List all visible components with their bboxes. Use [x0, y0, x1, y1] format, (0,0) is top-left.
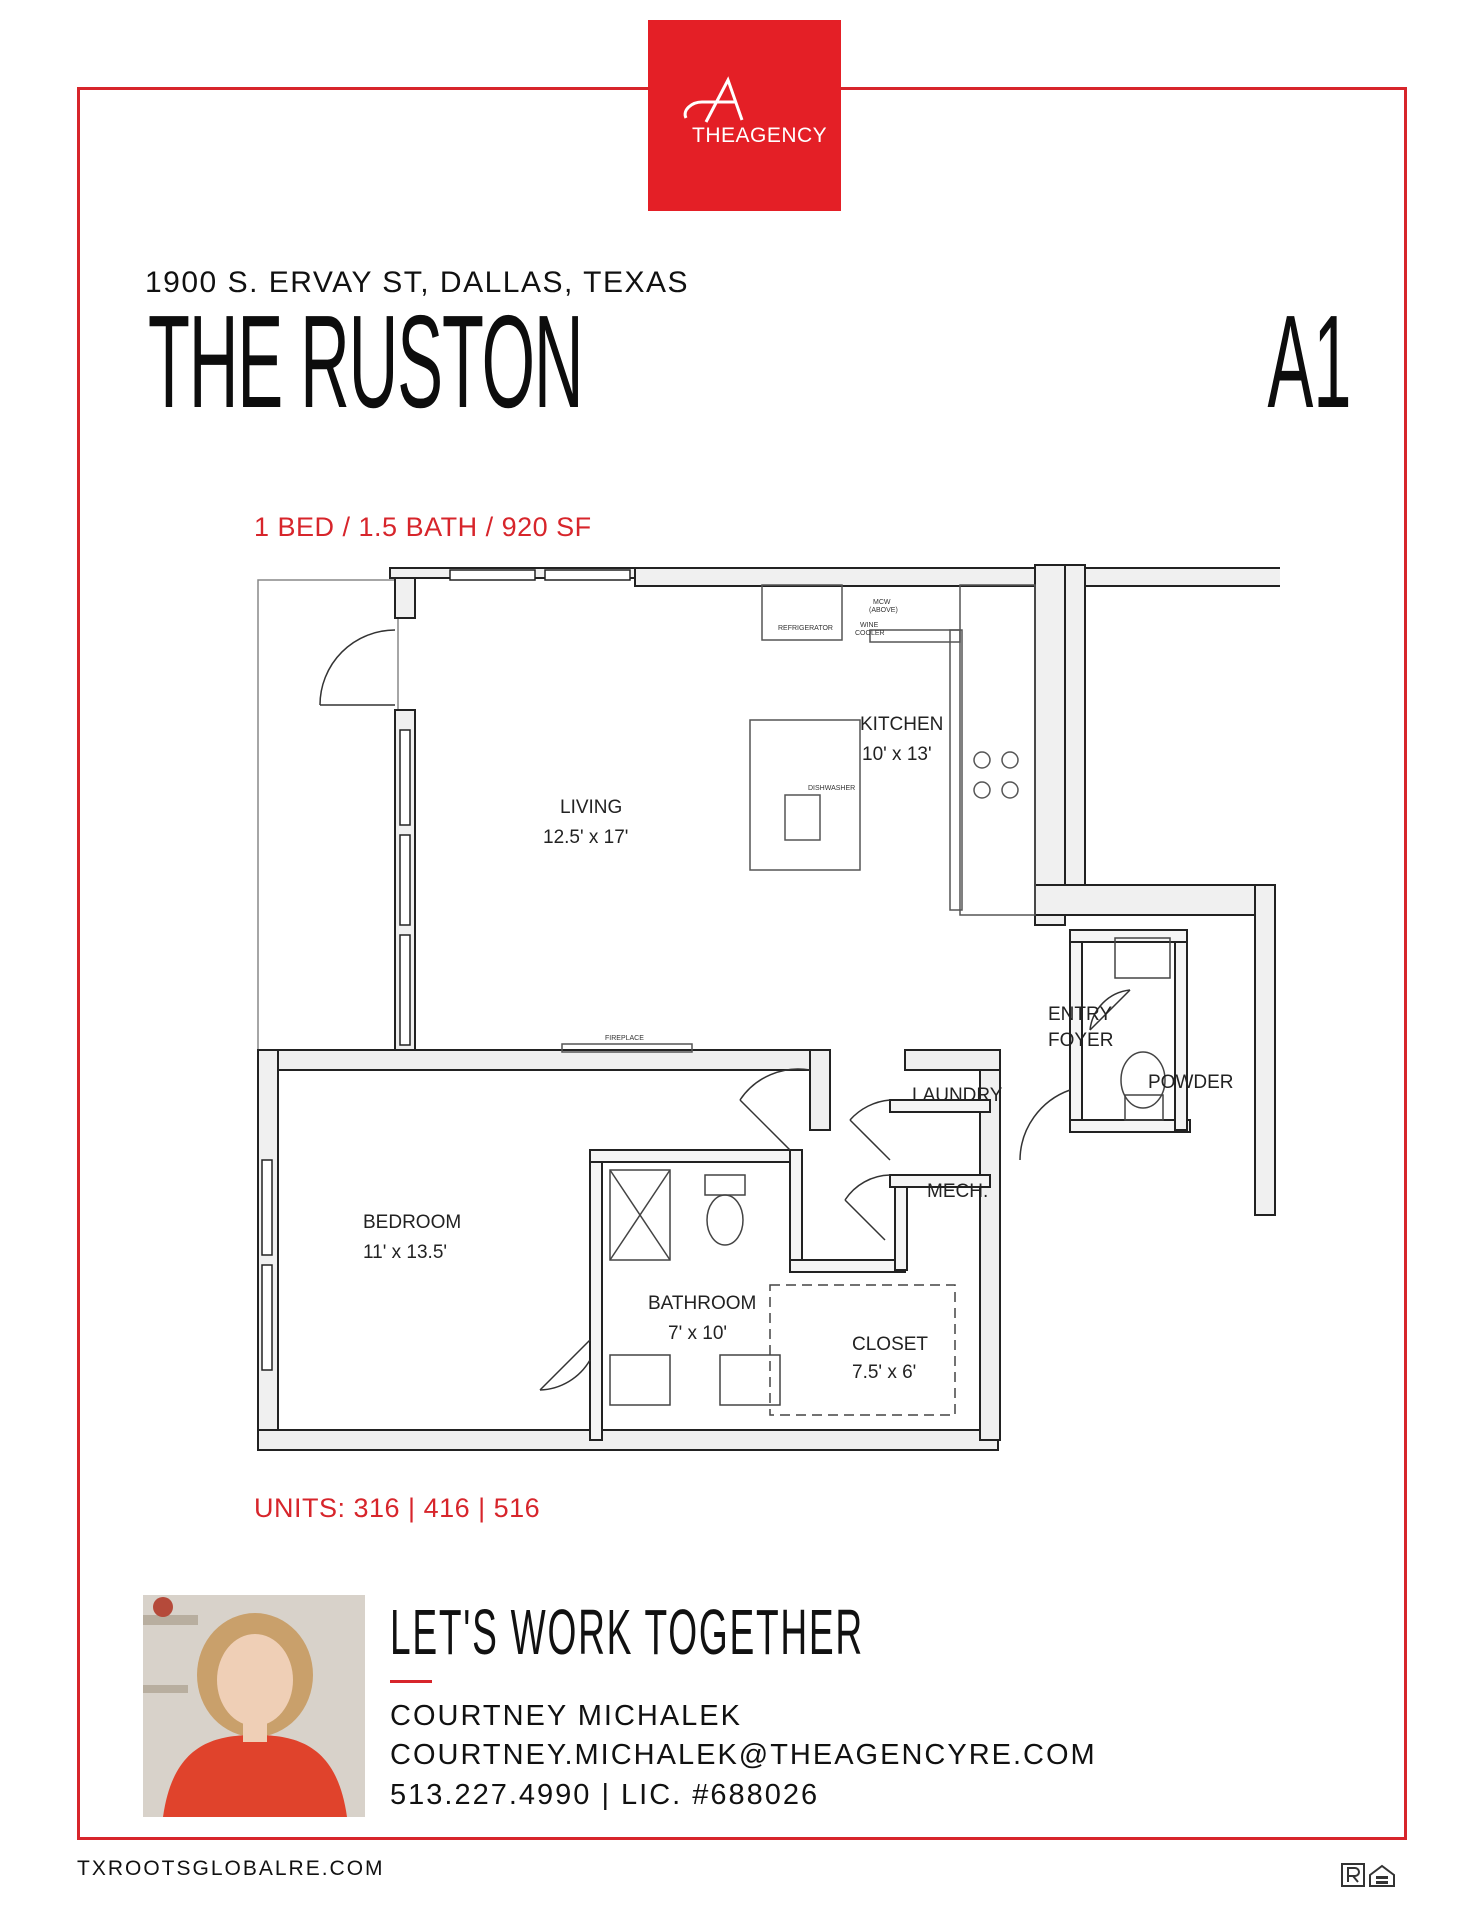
entry-label-line2: FOYER — [1048, 1030, 1113, 1051]
bedroom-size: 11' x 13.5' — [363, 1242, 447, 1263]
mcw-label: MCW — [873, 599, 891, 606]
entry-label-line1: ENTRY — [1048, 1004, 1112, 1025]
unit-code: A1 — [1267, 288, 1351, 435]
interior-walls — [589, 929, 1191, 1441]
wine-label: WINE — [860, 622, 879, 629]
agent-phone-license: 513.227.4990 | LIC. #688026 — [390, 1779, 820, 1811]
footer-website[interactable]: TXROOTSGLOBALRE.COM — [77, 1857, 385, 1880]
kitchen-size: 10' x 13' — [862, 744, 932, 765]
property-title: THE RUSTON — [148, 288, 584, 435]
balcony-outline — [257, 579, 399, 1071]
agent-email[interactable]: COURTNEY.MICHALEK@THEAGENCYRE.COM — [390, 1739, 1097, 1771]
realtor-icon — [1341, 1863, 1365, 1887]
equal-housing-icon — [1369, 1864, 1395, 1887]
windows — [261, 569, 631, 1371]
agency-logo-mark-icon — [683, 76, 744, 123]
agent-photo — [143, 1595, 365, 1817]
mech-label: MECH. — [927, 1181, 988, 1202]
bedroom-label: BEDROOM — [363, 1212, 461, 1233]
footer-badges — [1341, 1863, 1395, 1887]
door-swings — [319, 629, 1131, 1391]
mcw-above-label: (ABOVE) — [869, 607, 898, 614]
exterior-walls — [257, 564, 1280, 1451]
fireplace-label: FIREPLACE — [605, 1035, 644, 1042]
agent-name: COURTNEY MICHALEK — [390, 1700, 742, 1732]
cta-heading: LET'S WORK TOGETHER — [390, 1596, 864, 1668]
unit-numbers: UNITS: 316 | 416 | 516 — [254, 1493, 541, 1523]
bathroom-label: BATHROOM — [648, 1293, 756, 1314]
cooler-label: COOLER — [855, 630, 885, 637]
living-label: LIVING — [560, 797, 622, 818]
bathroom-fixtures — [609, 937, 1171, 1416]
refrigerator-label: REFRIGERATOR — [778, 625, 833, 632]
powder-label: POWDER — [1148, 1072, 1234, 1093]
unit-specs: 1 BED / 1.5 BATH / 920 SF — [254, 512, 592, 542]
agency-logo: THEAGENCY — [648, 20, 841, 211]
bathroom-size: 7' x 10' — [668, 1323, 727, 1344]
property-address: 1900 S. ERVAY ST, DALLAS, TEXAS — [145, 266, 689, 299]
logo-text: THEAGENCY — [692, 124, 828, 147]
closet-label: CLOSET — [852, 1334, 928, 1355]
kitchen-counters — [561, 584, 1036, 1053]
living-size: 12.5' x 17' — [543, 827, 628, 848]
closet-size: 7.5' x 6' — [852, 1362, 916, 1383]
kitchen-label: KITCHEN — [860, 714, 943, 735]
dishwasher-label: DISHWASHER — [808, 785, 855, 792]
laundry-label: LAUNDRY — [912, 1085, 1003, 1106]
floor-plan: KITCHEN 10' x 13' LIVING 12.5' x 17' ENT… — [257, 564, 1280, 1451]
cta-divider — [390, 1680, 432, 1683]
